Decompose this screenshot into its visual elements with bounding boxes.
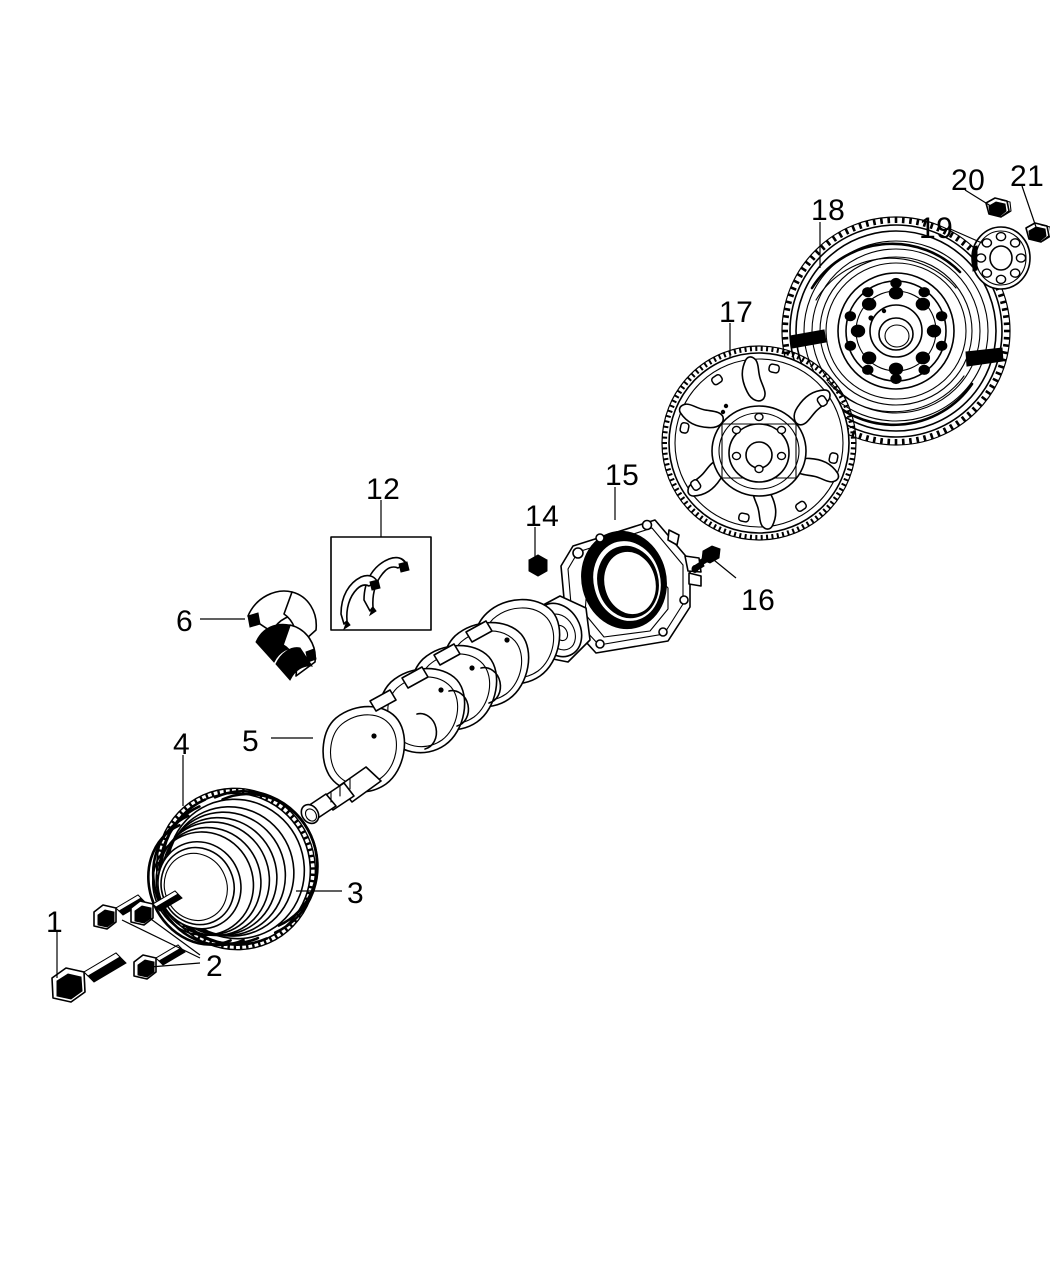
flex-plate-assembly (661, 345, 857, 541)
flywheel-assembly (781, 216, 1011, 446)
flex-plate-slots (678, 356, 840, 530)
flex-plate-bolt-holes (731, 412, 787, 474)
flex-plate-ring-gear-teeth (661, 345, 857, 541)
leader-line-2 (121, 919, 201, 959)
leader-line-2 (143, 913, 201, 956)
pulley-bolt-3 (133, 944, 186, 980)
callout-20: 20 (951, 164, 986, 197)
callout-1: 1 (46, 906, 64, 939)
leader-line-16 (708, 555, 737, 579)
flywheel-outer-holes (844, 277, 948, 385)
flywheel-bolt-holes (850, 286, 942, 376)
thrust-bearing-box (330, 536, 432, 631)
callout-5: 5 (242, 725, 260, 758)
callout-16: 16 (741, 584, 776, 617)
callout-19: 19 (919, 212, 954, 245)
crankshaft (300, 595, 591, 825)
leader-line-2 (149, 962, 201, 968)
flywheel-bolt-a (985, 197, 1012, 218)
pulley-bolt-2 (130, 890, 183, 926)
rear-main-seal-retainer (560, 519, 702, 654)
callout-6: 6 (176, 605, 194, 638)
pulley-bolt-1 (93, 894, 146, 930)
leader-line-21 (1021, 185, 1037, 228)
callout-2: 2 (206, 950, 224, 983)
spacer-plate-holes (975, 231, 1027, 285)
crankshaft-counterweights (300, 595, 591, 825)
flywheel-bolt-b (1025, 222, 1050, 243)
flywheel-spacer-plate (971, 226, 1031, 290)
callout-15: 15 (605, 459, 640, 492)
seal-retainer-bolt (691, 545, 721, 573)
leader-lines (56, 185, 1037, 978)
callout-12: 12 (366, 473, 401, 506)
callout-3: 3 (347, 877, 365, 910)
callout-21: 21 (1010, 160, 1045, 193)
leader-line-19 (947, 227, 983, 244)
crankshaft-damper-pulley (147, 787, 319, 951)
crankshaft-damper-bolt-large (51, 952, 127, 1003)
callout-14: 14 (525, 500, 560, 533)
callout-4: 4 (173, 728, 191, 761)
leader-line-20 (964, 189, 995, 209)
callout-17: 17 (719, 296, 754, 329)
main-bearing-set (247, 590, 317, 681)
callout-18: 18 (811, 194, 846, 227)
flex-plate-perimeter-holes (679, 363, 839, 523)
dowel-pin (528, 554, 548, 577)
